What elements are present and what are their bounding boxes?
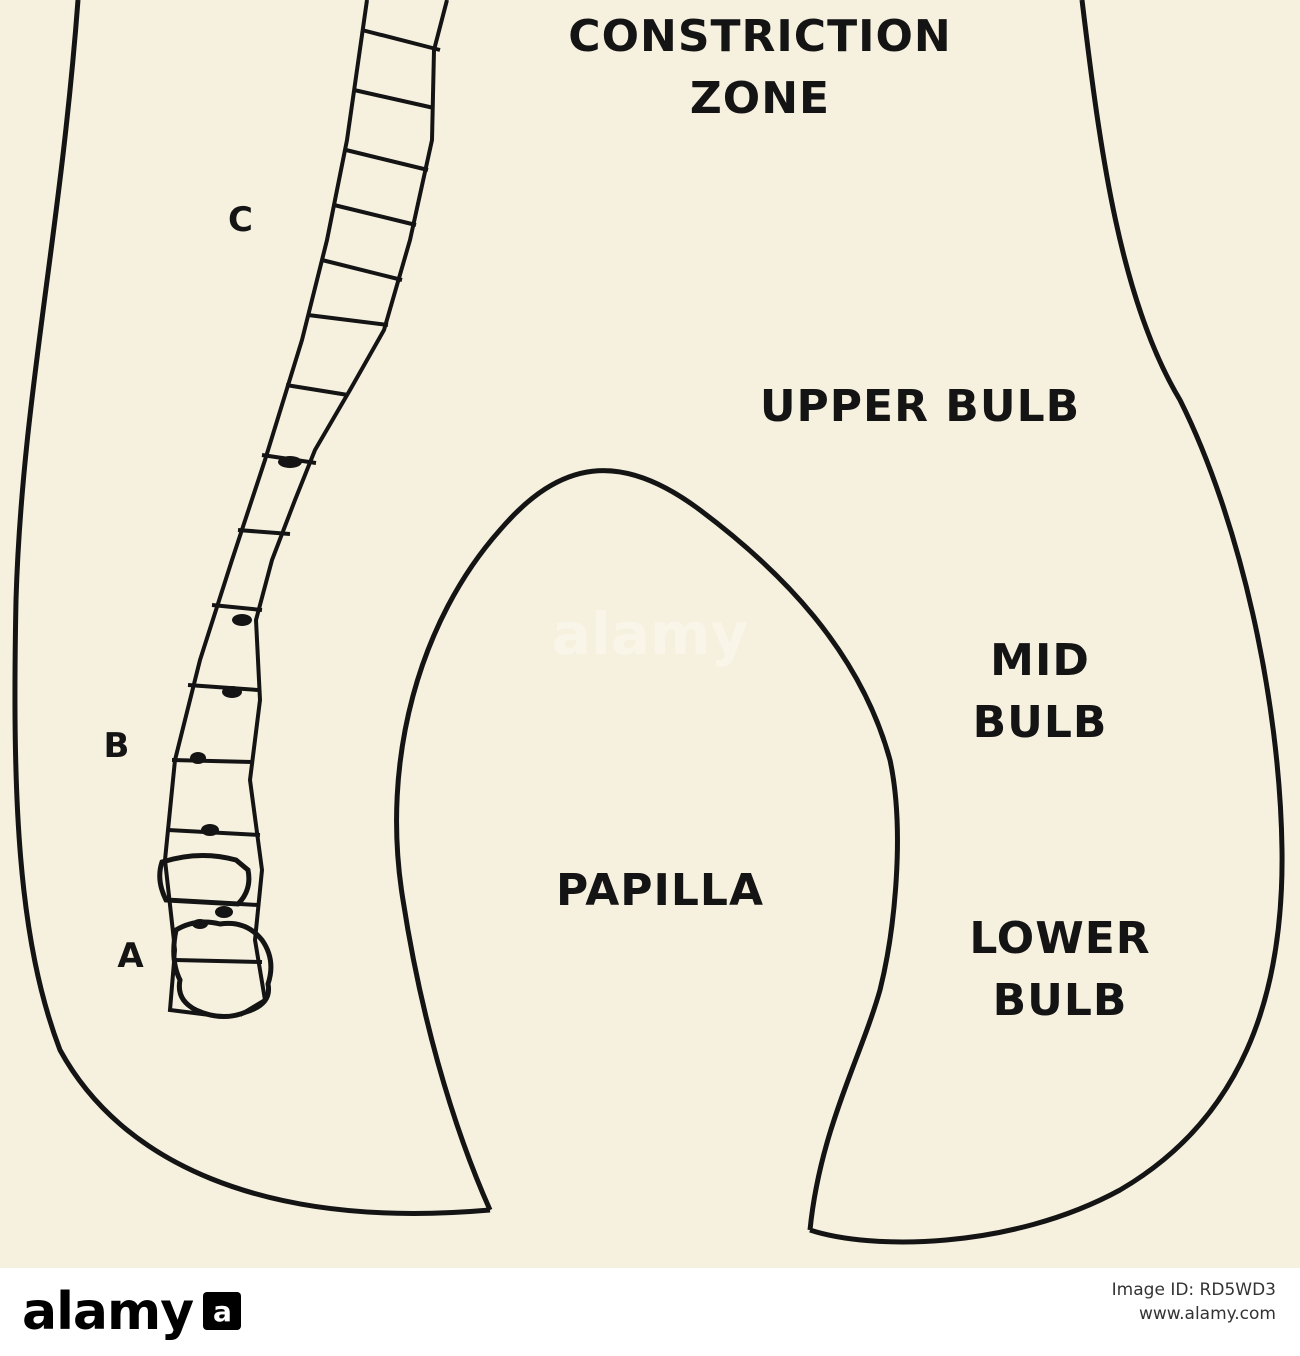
stock-image-info: Image ID: RD5WD3 www.alamy.com xyxy=(1112,1278,1276,1326)
svg-text:a: a xyxy=(213,1295,231,1328)
label-constriction-zone: CONSTRICTION ZONE xyxy=(568,11,952,124)
bulb-cell xyxy=(157,852,252,907)
cell-division xyxy=(345,148,429,172)
papilla-outline xyxy=(394,468,900,1231)
follicle-drawing xyxy=(12,0,1285,1245)
stock-footer-bar: alamy a Image ID: RD5WD3 www.alamy.com xyxy=(0,1268,1300,1356)
bulb-cell xyxy=(171,919,274,1019)
hair-follicle-diagram: CONSTRICTION ZONE UPPER BULB MID BULB PA… xyxy=(12,0,1285,1245)
shaft-left-edge xyxy=(162,0,369,1017)
cell-division xyxy=(237,528,291,536)
hair-shaft-cells xyxy=(162,0,449,1017)
label-a: A xyxy=(117,936,145,976)
bulb-cells xyxy=(157,852,274,1019)
cell-division xyxy=(321,258,403,282)
nucleus xyxy=(215,906,233,918)
stock-url[interactable]: www.alamy.com xyxy=(1138,1304,1276,1324)
label-lower-bulb: LOWER BULB xyxy=(969,913,1151,1026)
stock-logo-text: alamy xyxy=(22,1282,194,1342)
label-papilla: PAPILLA xyxy=(555,865,764,916)
cell-division xyxy=(361,28,441,52)
stock-logo[interactable]: alamy a xyxy=(22,1282,242,1342)
nucleus xyxy=(222,686,242,698)
nucleus xyxy=(232,614,252,626)
nucleus xyxy=(201,824,219,836)
cell-division xyxy=(333,203,417,227)
cell-division xyxy=(353,88,435,110)
label-mid-bulb: MID BULB xyxy=(972,635,1108,748)
follicle-outer-wall-left xyxy=(12,0,491,1216)
nucleus xyxy=(278,456,302,468)
label-c: C xyxy=(228,200,254,240)
cell-division xyxy=(187,683,259,692)
follicle-outer-wall-right xyxy=(809,0,1285,1245)
cell-division xyxy=(307,313,389,327)
label-upper-bulb: UPPER BULB xyxy=(759,381,1081,432)
nucleus xyxy=(190,752,206,764)
cell-division xyxy=(211,603,263,612)
cell-division xyxy=(171,758,253,764)
a-logo-mark-icon: a xyxy=(203,1292,242,1330)
cell-division xyxy=(174,958,263,964)
shaft-right-edge xyxy=(238,0,449,1017)
stock-image-id: Image ID: RD5WD3 xyxy=(1111,1280,1276,1300)
cell-division xyxy=(285,383,349,397)
label-b: B xyxy=(103,726,131,766)
